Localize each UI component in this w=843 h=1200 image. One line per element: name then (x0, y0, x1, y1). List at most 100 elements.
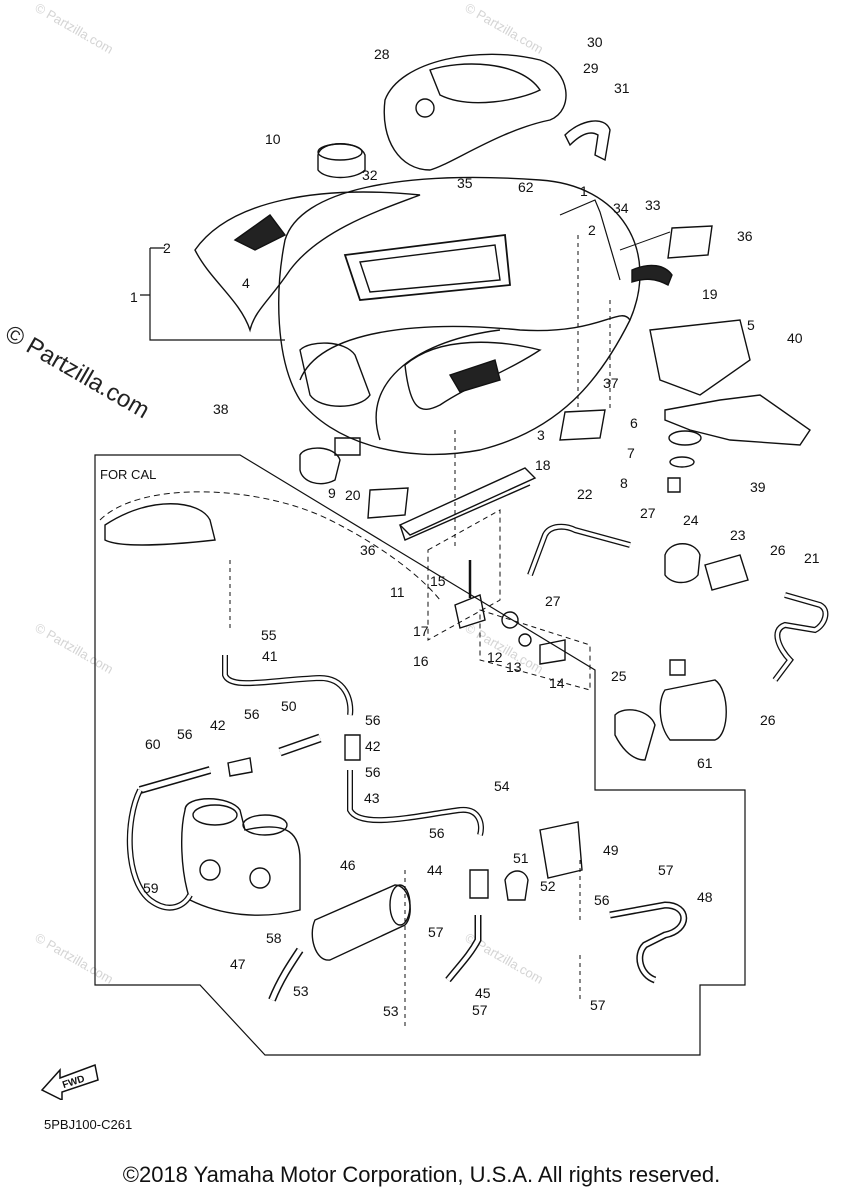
emblem-right (404, 341, 542, 410)
bracket-39 (664, 394, 811, 446)
bracket-5 (649, 319, 751, 396)
callout: 36 (360, 542, 376, 558)
fuel-filter (704, 554, 749, 591)
inset-frame (94, 454, 746, 1056)
callout: 21 (804, 550, 820, 566)
pump-bracket (614, 709, 656, 761)
seal (398, 467, 537, 536)
callout: 24 (683, 512, 699, 528)
callout: 56 (594, 892, 610, 908)
collar (669, 456, 695, 468)
tank-pad (299, 342, 371, 407)
part-code: 5PBJ100-C261 (44, 1117, 133, 1132)
callout: 17 (413, 623, 429, 639)
callout: 57 (472, 1002, 488, 1018)
callout: 29 (583, 60, 599, 76)
callout: 12 (487, 649, 503, 665)
callout: 37 (603, 375, 619, 391)
callout: 58 (266, 930, 282, 946)
callout: 23 (730, 527, 746, 543)
callout: 60 (145, 736, 161, 752)
callout: 25 (611, 668, 627, 684)
callout: 5 (747, 317, 755, 333)
callout: 1 (580, 183, 588, 199)
callout: 57 (658, 862, 674, 878)
check-valve (469, 869, 489, 899)
callout: 10 (265, 131, 281, 147)
callout: 62 (518, 179, 534, 195)
callout: 48 (697, 889, 713, 905)
callout: 53 (293, 983, 309, 999)
callout: 40 (787, 330, 803, 346)
callout: 51 (513, 850, 529, 866)
fuel-pump (659, 679, 727, 741)
callout: 32 (362, 167, 378, 183)
callout: 9 (328, 485, 336, 501)
inset-tank (99, 491, 441, 601)
cap-51 (504, 870, 529, 901)
callout: 52 (540, 878, 556, 894)
callout: 54 (494, 778, 510, 794)
callout: 36 (737, 228, 753, 244)
callout: 4 (242, 275, 250, 291)
band (631, 264, 673, 286)
fuel-tank (278, 176, 641, 456)
callout: 11 (390, 584, 405, 600)
callout: 42 (365, 738, 381, 754)
callout: 56 (177, 726, 193, 742)
callout: 46 (340, 857, 356, 873)
callout: 15 (430, 573, 446, 589)
filter-cover (664, 543, 701, 584)
callout: 13 (506, 659, 522, 675)
callout: 26 (770, 542, 786, 558)
carburetor (181, 798, 301, 916)
callout: 31 (614, 80, 630, 96)
pad-37 (559, 409, 606, 441)
callout: 28 (374, 46, 390, 62)
callout: 14 (549, 675, 565, 691)
callout: 6 (630, 415, 638, 431)
callout: 22 (577, 486, 593, 502)
callout: 19 (702, 286, 718, 302)
emblem-left (194, 191, 421, 333)
callout: 61 (697, 755, 713, 771)
callout: 1 (130, 289, 138, 305)
callout: 49 (603, 842, 619, 858)
bolt (667, 477, 681, 493)
solenoid-valve (539, 821, 583, 879)
joint-42b (344, 734, 361, 761)
callout: 38 (213, 401, 229, 417)
callout: 59 (143, 880, 159, 896)
callout: 45 (475, 985, 491, 1001)
callout: 34 (613, 200, 629, 216)
callout: 42 (210, 717, 226, 733)
copyright: ©2018 Yamaha Motor Corporation, U.S.A. A… (122, 1162, 721, 1187)
canister (311, 884, 411, 961)
callout: 56 (429, 825, 445, 841)
pad-36b (367, 487, 409, 519)
inset-label: FOR CAL (100, 467, 157, 482)
callout: 57 (428, 924, 444, 940)
joint-42a (227, 757, 253, 777)
callout: 2 (163, 240, 171, 256)
damper (668, 430, 702, 446)
callout: 35 (457, 175, 473, 191)
callout: 7 (627, 445, 635, 461)
callout: 55 (261, 627, 277, 643)
callout: 41 (262, 648, 278, 664)
tank-opening (343, 233, 511, 301)
callout: 8 (620, 475, 628, 491)
callout: 18 (535, 457, 551, 473)
callout: 30 (587, 34, 603, 50)
callout: 47 (230, 956, 246, 972)
damper-9 (299, 447, 341, 485)
callout: 33 (645, 197, 661, 213)
callout: 20 (345, 487, 361, 503)
callout: 2 (588, 222, 596, 238)
callout: 27 (545, 593, 561, 609)
callout: 56 (244, 706, 260, 722)
fwd-arrow-icon: FWD (40, 1063, 99, 1100)
bracket (564, 120, 611, 162)
callout: 53 (383, 1003, 399, 1019)
